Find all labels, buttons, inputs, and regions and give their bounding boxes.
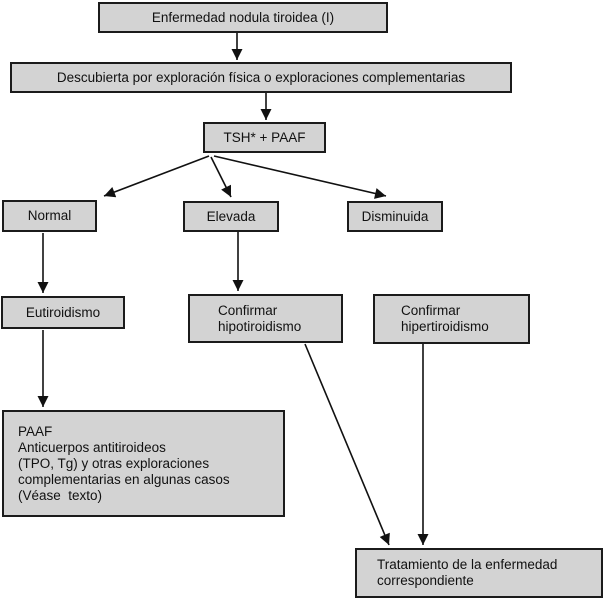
node-eutiroidismo-label: Eutiroidismo	[25, 304, 101, 320]
node-eutiroidismo: Eutiroidismo	[1, 296, 125, 329]
node-paaf-line: (Véase texto)	[18, 487, 103, 503]
node-elevada-label: Elevada	[206, 208, 256, 224]
node-enfermedad-label: Enfermedad nodula tiroidea (I)	[151, 9, 335, 25]
node-disminuida-label: Disminuida	[361, 208, 429, 224]
node-paaf-line: PAAF	[18, 423, 53, 439]
node-confirmar-hipertiroidismo: Confirmar hipertiroidismo	[373, 294, 530, 344]
node-paaf-detalle: PAAF Anticuerpos antitiroideos (TPO, Tg)…	[2, 410, 285, 517]
node-hipo-line: hipotiroidismo	[218, 318, 302, 334]
node-normal-label: Normal	[27, 208, 72, 223]
edge-tsh-normal	[103, 155, 210, 198]
node-paaf-line: (TPO, Tg) y otras exploraciones	[18, 455, 210, 471]
edge-tsh-disminuida	[213, 155, 387, 199]
node-normal: Normal	[2, 200, 97, 232]
node-tratamiento: Tratamiento de la enfermedad correspondi…	[355, 548, 603, 598]
node-hipo-line: Confirmar	[218, 302, 278, 318]
edge-hipotiroidismo-tratamiento	[304, 343, 390, 546]
node-tratamiento-line: Tratamiento de la enfermedad	[377, 557, 558, 572]
node-hiper-line: hipertiroidismo	[401, 319, 489, 334]
node-tratamiento-line: correspondiente	[377, 573, 474, 588]
node-confirmar-hipotiroidismo: Confirmar hipotiroidismo	[188, 294, 343, 343]
node-paaf-line: complementarias en algunas casos	[18, 471, 230, 487]
node-tsh-paaf: TSH* + PAAF	[203, 122, 326, 153]
node-paaf-line: Anticuerpos antitiroideos	[18, 439, 166, 455]
node-descubierta-exploracion: Descubierta por exploración física o exp…	[10, 62, 512, 93]
node-elevada: Elevada	[183, 201, 279, 232]
edge-tsh-elevada	[210, 156, 232, 198]
node-descubierta-label: Descubierta por exploración física o exp…	[56, 69, 466, 85]
node-tsh-label: TSH* + PAAF	[223, 129, 306, 145]
node-disminuida: Disminuida	[347, 201, 443, 232]
node-enfermedad-nodular: Enfermedad nodula tiroidea (I)	[98, 2, 388, 33]
node-hiper-line: Confirmar	[401, 303, 461, 318]
